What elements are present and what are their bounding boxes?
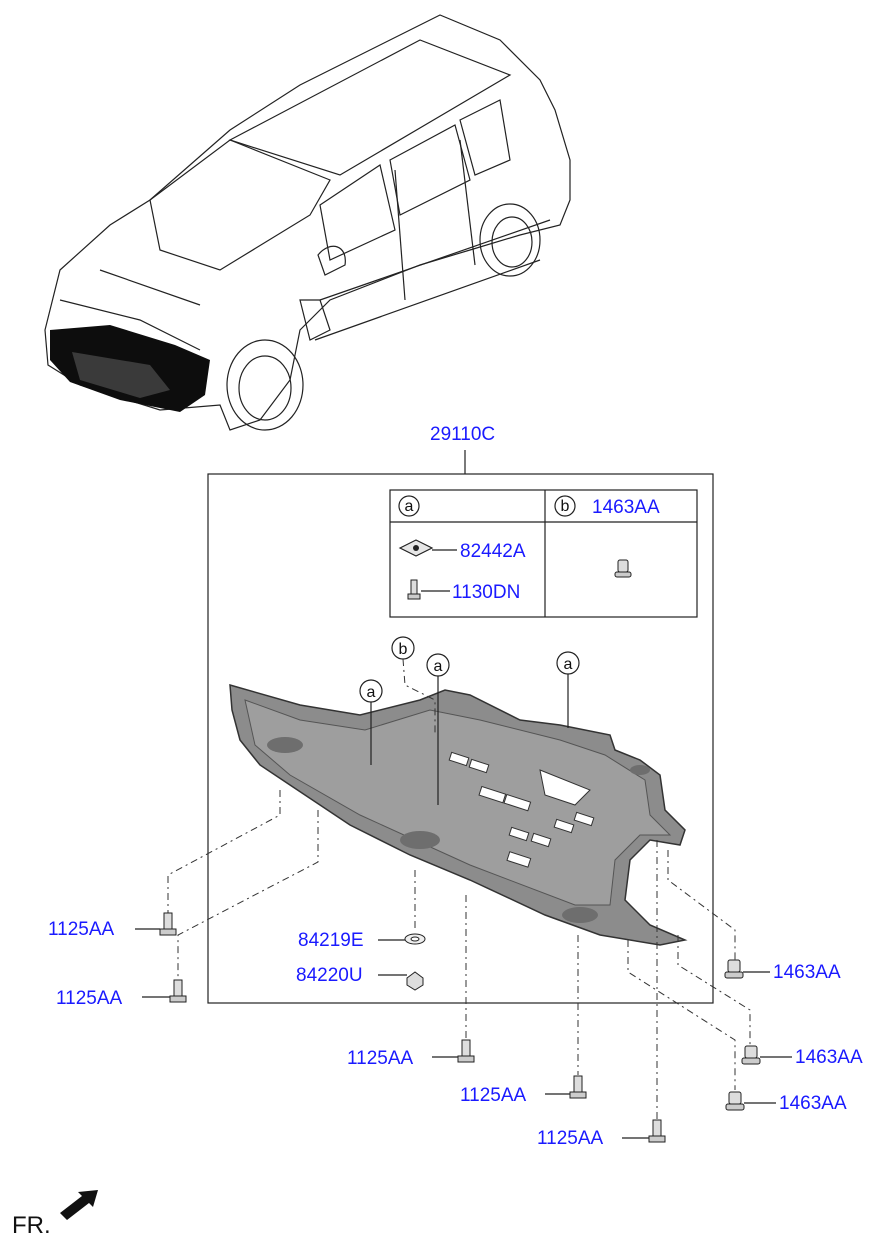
leader-lines bbox=[167, 790, 751, 1120]
part-label-1125AA[interactable]: 1125AA bbox=[537, 1128, 604, 1149]
svg-text:a: a bbox=[434, 658, 443, 675]
legend-part-1463AA[interactable]: 1463AA bbox=[592, 497, 660, 518]
legend-part-1130DN[interactable]: 1130DN bbox=[452, 582, 520, 603]
part-label-84220U[interactable]: 84220U bbox=[296, 965, 363, 986]
part-label-1463AA[interactable]: 1463AA bbox=[773, 962, 841, 983]
part-label-1125AA[interactable]: 1125AA bbox=[56, 988, 123, 1009]
legend-symbol-b: b bbox=[561, 498, 570, 515]
svg-text:a: a bbox=[367, 684, 376, 701]
bolt-icon bbox=[457, 1039, 475, 1063]
fastener-icons bbox=[159, 912, 761, 1143]
shield-vents bbox=[448, 751, 595, 868]
part-label-84219E[interactable]: 84219E bbox=[298, 930, 364, 951]
under-cover-shield[interactable] bbox=[229, 683, 688, 946]
callout-markers: a b a a bbox=[359, 636, 580, 805]
vehicle-illustration bbox=[44, 14, 571, 431]
legend-part-82442A[interactable]: 82442A bbox=[460, 541, 526, 562]
part-labels: 1125AA 1125AA 84219E 84220U 1125AA 1125A… bbox=[48, 919, 863, 1149]
part-label-1463AA[interactable]: 1463AA bbox=[779, 1093, 847, 1114]
assembly-label[interactable]: 29110C bbox=[430, 424, 495, 445]
svg-text:a: a bbox=[564, 656, 573, 673]
bolt-icon bbox=[648, 1119, 666, 1143]
bolt-icon bbox=[159, 912, 177, 936]
front-arrow-icon bbox=[60, 1190, 98, 1220]
part-label-1463AA[interactable]: 1463AA bbox=[795, 1047, 863, 1068]
legend-table: a b 1463AA 82442A 1130DN bbox=[389, 489, 698, 618]
clip-nut-icon bbox=[398, 539, 434, 557]
push-clip-icon bbox=[725, 1091, 745, 1111]
direction-indicator: FR. bbox=[12, 1190, 98, 1239]
push-clip-icon bbox=[614, 559, 632, 578]
bolt-icon bbox=[407, 579, 421, 600]
bolt-icon bbox=[569, 1075, 587, 1099]
assembly-frame bbox=[207, 473, 714, 1004]
washer-icon bbox=[404, 933, 426, 945]
direction-label: FR. bbox=[12, 1212, 51, 1239]
bolt-icon bbox=[169, 979, 187, 1003]
part-label-1125AA[interactable]: 1125AA bbox=[48, 919, 115, 940]
legend-symbol-a: a bbox=[405, 498, 414, 515]
part-label-1125AA[interactable]: 1125AA bbox=[460, 1085, 527, 1106]
push-clip-icon bbox=[741, 1045, 761, 1065]
nut-icon bbox=[406, 971, 424, 991]
svg-text:b: b bbox=[399, 641, 408, 658]
push-clip-icon bbox=[724, 959, 744, 979]
part-label-1125AA[interactable]: 1125AA bbox=[347, 1048, 414, 1069]
